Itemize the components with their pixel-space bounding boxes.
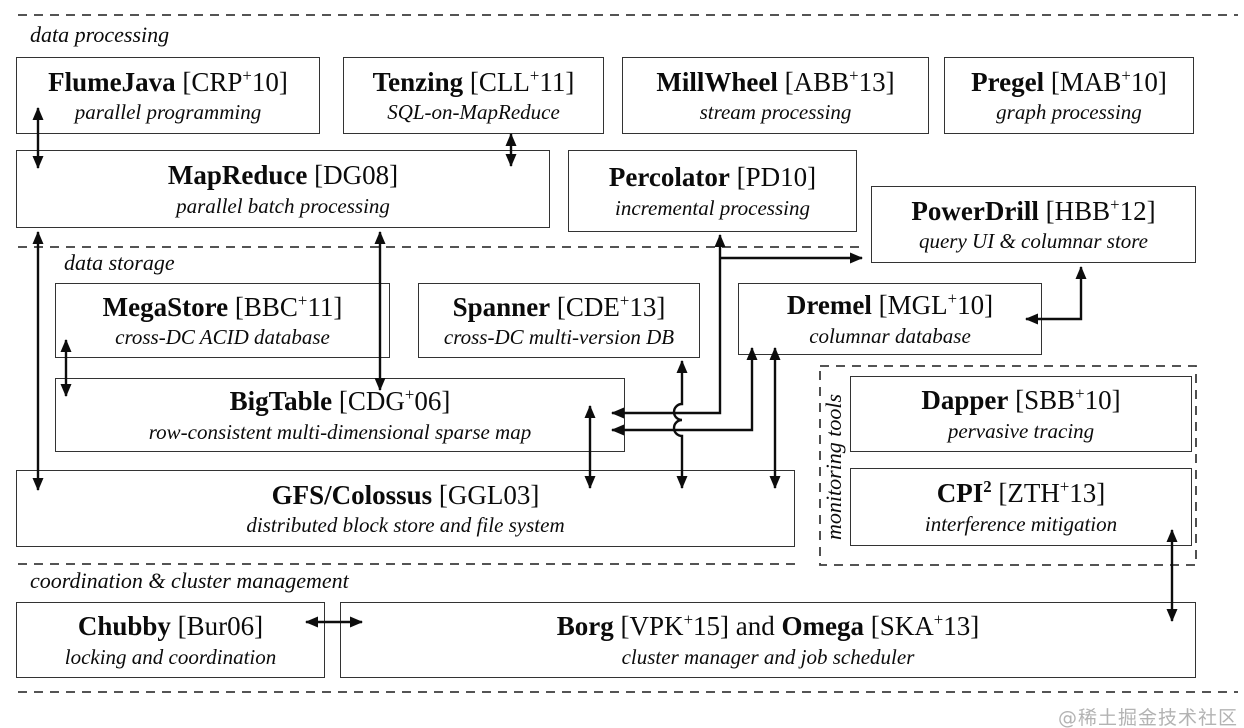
paper-box-cpi: CPI2 [ZTH+13]interference mitigation <box>850 468 1192 546</box>
pregel-title: Pregel [MAB+10] <box>971 65 1167 97</box>
percolator-title: Percolator [PD10] <box>608 162 817 193</box>
paper-box-millwheel: MillWheel [ABB+13] stream processing <box>622 57 929 134</box>
dapper-subtitle: pervasive tracing <box>947 418 1095 443</box>
region-label-data-storage: data storage <box>64 250 175 275</box>
flumejava-subtitle: parallel programming <box>74 100 262 125</box>
dremel-subtitle: columnar database <box>809 323 971 348</box>
paper-box-megastore: MegaStore [BBC+11] cross-DC ACID database <box>55 283 390 358</box>
paper-box-mapreduce: MapReduce [DG08]parallel batch processin… <box>16 150 550 228</box>
region-label-monitoring-tools: monitoring tools <box>821 393 846 541</box>
flumejava-title: FlumeJava [CRP+10] <box>48 65 288 97</box>
paper-box-spanner: Spanner [CDE+13] cross-DC multi-version D… <box>418 283 700 358</box>
powerdrill-subtitle: query UI & columnar store <box>918 229 1149 254</box>
watermark-text: @稀土掘金技术社区 <box>1057 707 1238 728</box>
paper-box-percolator: Percolator [PD10]incremental processing <box>568 150 857 232</box>
arrow-spanner-gfs <box>672 360 688 489</box>
gfs-subtitle: distributed block store and file system <box>246 513 565 538</box>
megastore-title: MegaStore [BBC+11] <box>102 290 343 322</box>
paper-box-dremel: Dremel [MGL+10]columnar database <box>738 283 1042 355</box>
paper-box-flumejava: FlumeJava [CRP+10] parallel programming <box>16 57 320 134</box>
mapreduce-title: MapReduce [DG08] <box>167 160 399 191</box>
tenzing-title: Tenzing [CLL+11] <box>372 65 575 97</box>
borg-omega-title: Borg [VPK+15] and Omega [SKA+13] <box>556 610 980 642</box>
paper-box-powerdrill: PowerDrill [HBB+12] query UI & columnar s… <box>871 186 1196 263</box>
bigtable-subtitle: row-consistent multi-dimensional sparse … <box>148 419 532 444</box>
paper-box-gfs: GFS/Colossus [GGL03] distributed block st… <box>16 470 795 547</box>
chubby-title: Chubby [Bur06] <box>77 611 264 642</box>
mapreduce-subtitle: parallel batch processing <box>176 193 390 218</box>
borg-omega-subtitle: cluster manager and job scheduler <box>621 644 915 669</box>
bigtable-title: BigTable [CDG+06] <box>229 385 451 417</box>
paper-box-dapper: Dapper [SBB+10]pervasive tracing <box>850 376 1192 452</box>
paper-box-pregel: Pregel [MAB+10] graph processing <box>944 57 1194 134</box>
region-label-coordination: coordination & cluster management <box>30 568 349 593</box>
paper-box-borg-omega: Borg [VPK+15] and Omega [SKA+13]cluster … <box>340 602 1196 678</box>
spanner-subtitle: cross-DC multi-version DB <box>443 325 675 350</box>
arrow-dremel-bigtable <box>611 347 758 436</box>
paper-box-tenzing: Tenzing [CLL+11] SQL-on-MapReduce <box>343 57 604 134</box>
tenzing-subtitle: SQL-on-MapReduce <box>387 100 560 125</box>
paper-box-bigtable: BigTable [CDG+06]row-consistent multi-di… <box>55 378 625 452</box>
dapper-title: Dapper [SBB+10] <box>921 384 1121 416</box>
powerdrill-title: PowerDrill [HBB+12] <box>911 194 1156 226</box>
cpi-title: CPI2 [ZTH+13] <box>936 477 1106 509</box>
millwheel-title: MillWheel [ABB+13] <box>656 65 895 97</box>
gfs-title: GFS/Colossus [GGL03] <box>271 479 540 510</box>
spanner-title: Spanner [CDE+13] <box>452 290 666 322</box>
chubby-subtitle: locking and coordination <box>64 644 277 669</box>
megastore-subtitle: cross-DC ACID database <box>115 325 330 350</box>
millwheel-subtitle: stream processing <box>699 100 852 125</box>
region-label-data-processing: data processing <box>30 22 170 47</box>
cpi-subtitle: interference mitigation <box>924 511 1118 536</box>
dremel-title: Dremel [MGL+10] <box>786 289 994 321</box>
percolator-subtitle: incremental processing <box>615 195 810 220</box>
paper-box-chubby: Chubby [Bur06]locking and coordination <box>16 602 325 678</box>
pregel-subtitle: graph processing <box>996 100 1142 125</box>
